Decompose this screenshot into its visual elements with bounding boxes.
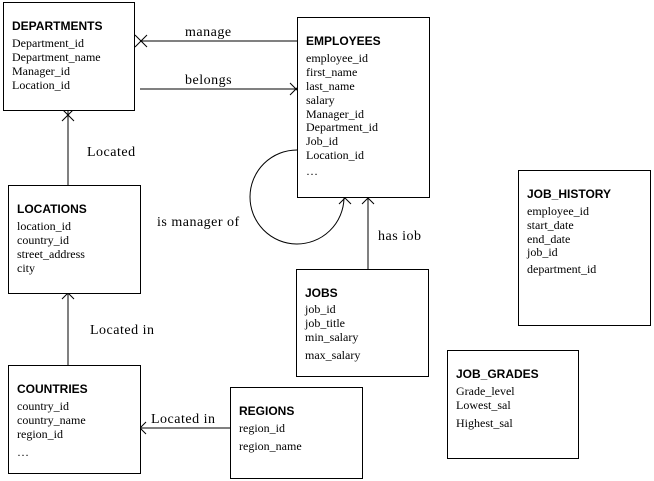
entity-box bbox=[297, 17, 430, 198]
is-manager-of-arc bbox=[249, 149, 345, 245]
entity-departments: DEPARTMENTS Department_idDepartment_nameM… bbox=[3, 2, 135, 111]
entity-box bbox=[296, 269, 429, 377]
entity-field: min_salary bbox=[305, 330, 358, 344]
entity-job-grades: JOB_GRADES Grade_levelLowest_salHighest_s… bbox=[447, 350, 579, 459]
entity-title: EMPLOYEES bbox=[306, 34, 381, 48]
entity-field: job_id bbox=[526, 245, 558, 259]
entity-box bbox=[3, 2, 135, 111]
label-has-job: has iob bbox=[378, 229, 422, 244]
label-is-manager-of: is manager of bbox=[157, 215, 240, 230]
label-located-in-locations: Located in bbox=[90, 323, 154, 338]
entity-field: Manager_id bbox=[12, 64, 70, 78]
entity-locations: LOCATIONS location_idcountry_idstreet_add… bbox=[8, 185, 141, 294]
entity-title: COUNTRIES bbox=[17, 382, 88, 396]
entity-field: location_id bbox=[17, 219, 71, 233]
relationship-labels: manage belongs Located is manager of has… bbox=[87, 25, 422, 427]
entity-field: last_name bbox=[306, 79, 355, 93]
entity-field: Manager_id bbox=[306, 107, 364, 121]
entity-title: REGIONS bbox=[239, 404, 294, 418]
entity-field: Department_name bbox=[12, 50, 101, 64]
entity-box bbox=[230, 387, 363, 479]
entity-field: Location_id bbox=[306, 148, 364, 162]
entity-field: Highest_sal bbox=[456, 416, 513, 430]
label-located-in-regions: Located in bbox=[151, 412, 215, 427]
entity-field: country_id bbox=[17, 233, 69, 247]
entity-employees: EMPLOYEES employee_idfirst_namelast_names… bbox=[297, 17, 430, 198]
entity-field: first_name bbox=[306, 65, 357, 79]
entity-field: … bbox=[306, 164, 318, 178]
label-located: Located bbox=[87, 145, 136, 160]
entity-box bbox=[8, 365, 141, 474]
cross-mark-icon bbox=[134, 34, 148, 48]
entity-field: department_id bbox=[527, 262, 596, 276]
entity-field: max_salary bbox=[305, 348, 360, 362]
entity-field: salary bbox=[306, 93, 335, 107]
entity-box bbox=[8, 185, 141, 294]
entity-box bbox=[447, 350, 579, 459]
entity-field: country_id bbox=[17, 399, 69, 413]
label-belongs: belongs bbox=[185, 73, 232, 88]
label-manage: manage bbox=[185, 25, 232, 40]
entity-title: LOCATIONS bbox=[17, 202, 87, 216]
entity-field: employee_id bbox=[306, 51, 368, 65]
entity-field: job_id bbox=[304, 302, 336, 316]
entity-field: street_address bbox=[17, 247, 85, 261]
entity-field: job_title bbox=[304, 316, 345, 330]
entity-countries: COUNTRIES country_idcountry_nameregion_id… bbox=[8, 365, 141, 474]
entity-field: region_id bbox=[239, 421, 285, 435]
entity-job-history: JOB_HISTORY employee_idstart_dateend_date… bbox=[518, 170, 651, 326]
entity-field: Lowest_sal bbox=[456, 398, 511, 412]
entity-field: … bbox=[17, 445, 29, 459]
entity-field: employee_id bbox=[527, 204, 589, 218]
entity-regions: REGIONS region_id region_name bbox=[230, 387, 363, 479]
entity-title: JOB_HISTORY bbox=[527, 187, 611, 201]
entity-title: DEPARTMENTS bbox=[12, 19, 102, 33]
entity-field: region_id bbox=[17, 427, 63, 441]
entity-title: JOBS bbox=[305, 286, 338, 300]
entity-box bbox=[518, 170, 651, 326]
entity-field: Department_id bbox=[12, 36, 84, 50]
entity-field: Department_id bbox=[306, 120, 378, 134]
entity-field: Location_id bbox=[12, 78, 70, 92]
entity-field: region_name bbox=[239, 439, 302, 453]
entity-field: end_date bbox=[527, 232, 570, 246]
entity-field: Job_id bbox=[306, 134, 338, 148]
relationship-lines bbox=[67, 40, 369, 429]
entity-field: country_name bbox=[17, 413, 86, 427]
entity-field: start_date bbox=[527, 218, 574, 232]
entity-field: city bbox=[17, 261, 35, 275]
entity-field: Grade_level bbox=[456, 384, 515, 398]
entity-title: JOB_GRADES bbox=[456, 367, 539, 381]
